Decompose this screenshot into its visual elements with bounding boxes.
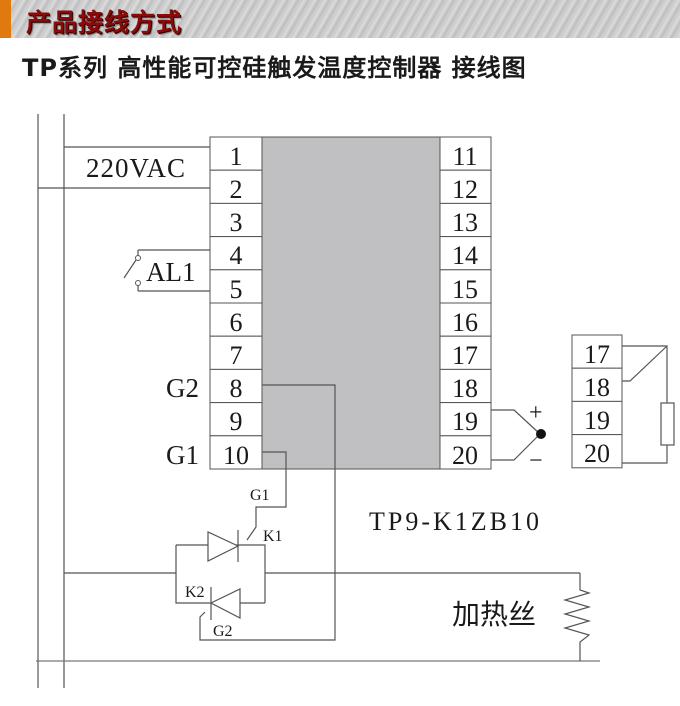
terminal-15: 15 <box>452 275 478 304</box>
terminal-12: 12 <box>452 175 478 204</box>
rtd-terminal-20: 20 <box>584 439 610 468</box>
terminal-13: 13 <box>452 208 478 237</box>
minus-label: − <box>529 448 543 474</box>
section-banner: 产品接线方式 <box>0 0 680 38</box>
model-label: TP9-K1ZB10 <box>369 507 542 536</box>
terminal-18: 18 <box>452 374 478 403</box>
section-title: 产品接线方式 <box>26 8 183 37</box>
terminal-5: 5 <box>230 275 243 304</box>
thermocouple-icon <box>491 409 541 461</box>
terminal-1: 1 <box>230 142 243 171</box>
terminal-2: 2 <box>230 175 243 204</box>
banner-accent-bar <box>0 0 11 38</box>
rtd-terminal-18: 18 <box>584 373 610 402</box>
scr-k1-label: K1 <box>263 528 283 545</box>
plus-label: + <box>529 400 543 426</box>
power-label: 220VAC <box>86 153 186 183</box>
terminal-8: 8 <box>230 374 243 403</box>
controller-body <box>261 136 441 470</box>
terminal-19: 19 <box>452 407 478 436</box>
terminal-10: 10 <box>223 441 249 470</box>
terminal-16: 16 <box>452 308 478 337</box>
g1-label: G1 <box>166 440 199 470</box>
rtd-terminal-block <box>571 334 623 469</box>
terminal-9: 9 <box>230 407 243 436</box>
right-terminal-block <box>439 136 492 470</box>
terminal-11: 11 <box>452 142 477 171</box>
rtd-sensor-icon <box>622 345 675 464</box>
scr-k2-label: K2 <box>185 584 205 601</box>
page-title: TP系列 高性能可控硅触发温度控制器 接线图 <box>22 54 527 82</box>
alarm-contact-icon <box>135 255 141 261</box>
scr-g1-label: G1 <box>250 487 270 504</box>
heater-icon <box>562 573 592 661</box>
terminal-14: 14 <box>452 241 478 270</box>
rtd-terminal-17: 17 <box>584 340 610 369</box>
alarm-label: AL1 <box>146 257 196 287</box>
terminal-4: 4 <box>230 241 243 270</box>
terminal-17: 17 <box>452 341 478 370</box>
rtd-terminal-19: 19 <box>584 406 610 435</box>
terminal-6: 6 <box>230 308 243 337</box>
g2-label: G2 <box>166 373 199 403</box>
terminal-20: 20 <box>452 441 478 470</box>
terminal-3: 3 <box>230 208 243 237</box>
heater-label: 加热丝 <box>452 599 536 631</box>
scr-pair-icon <box>64 530 580 620</box>
scr-g2-label: G2 <box>213 623 233 640</box>
left-terminal-block <box>209 136 263 470</box>
terminal-7: 7 <box>230 341 243 370</box>
